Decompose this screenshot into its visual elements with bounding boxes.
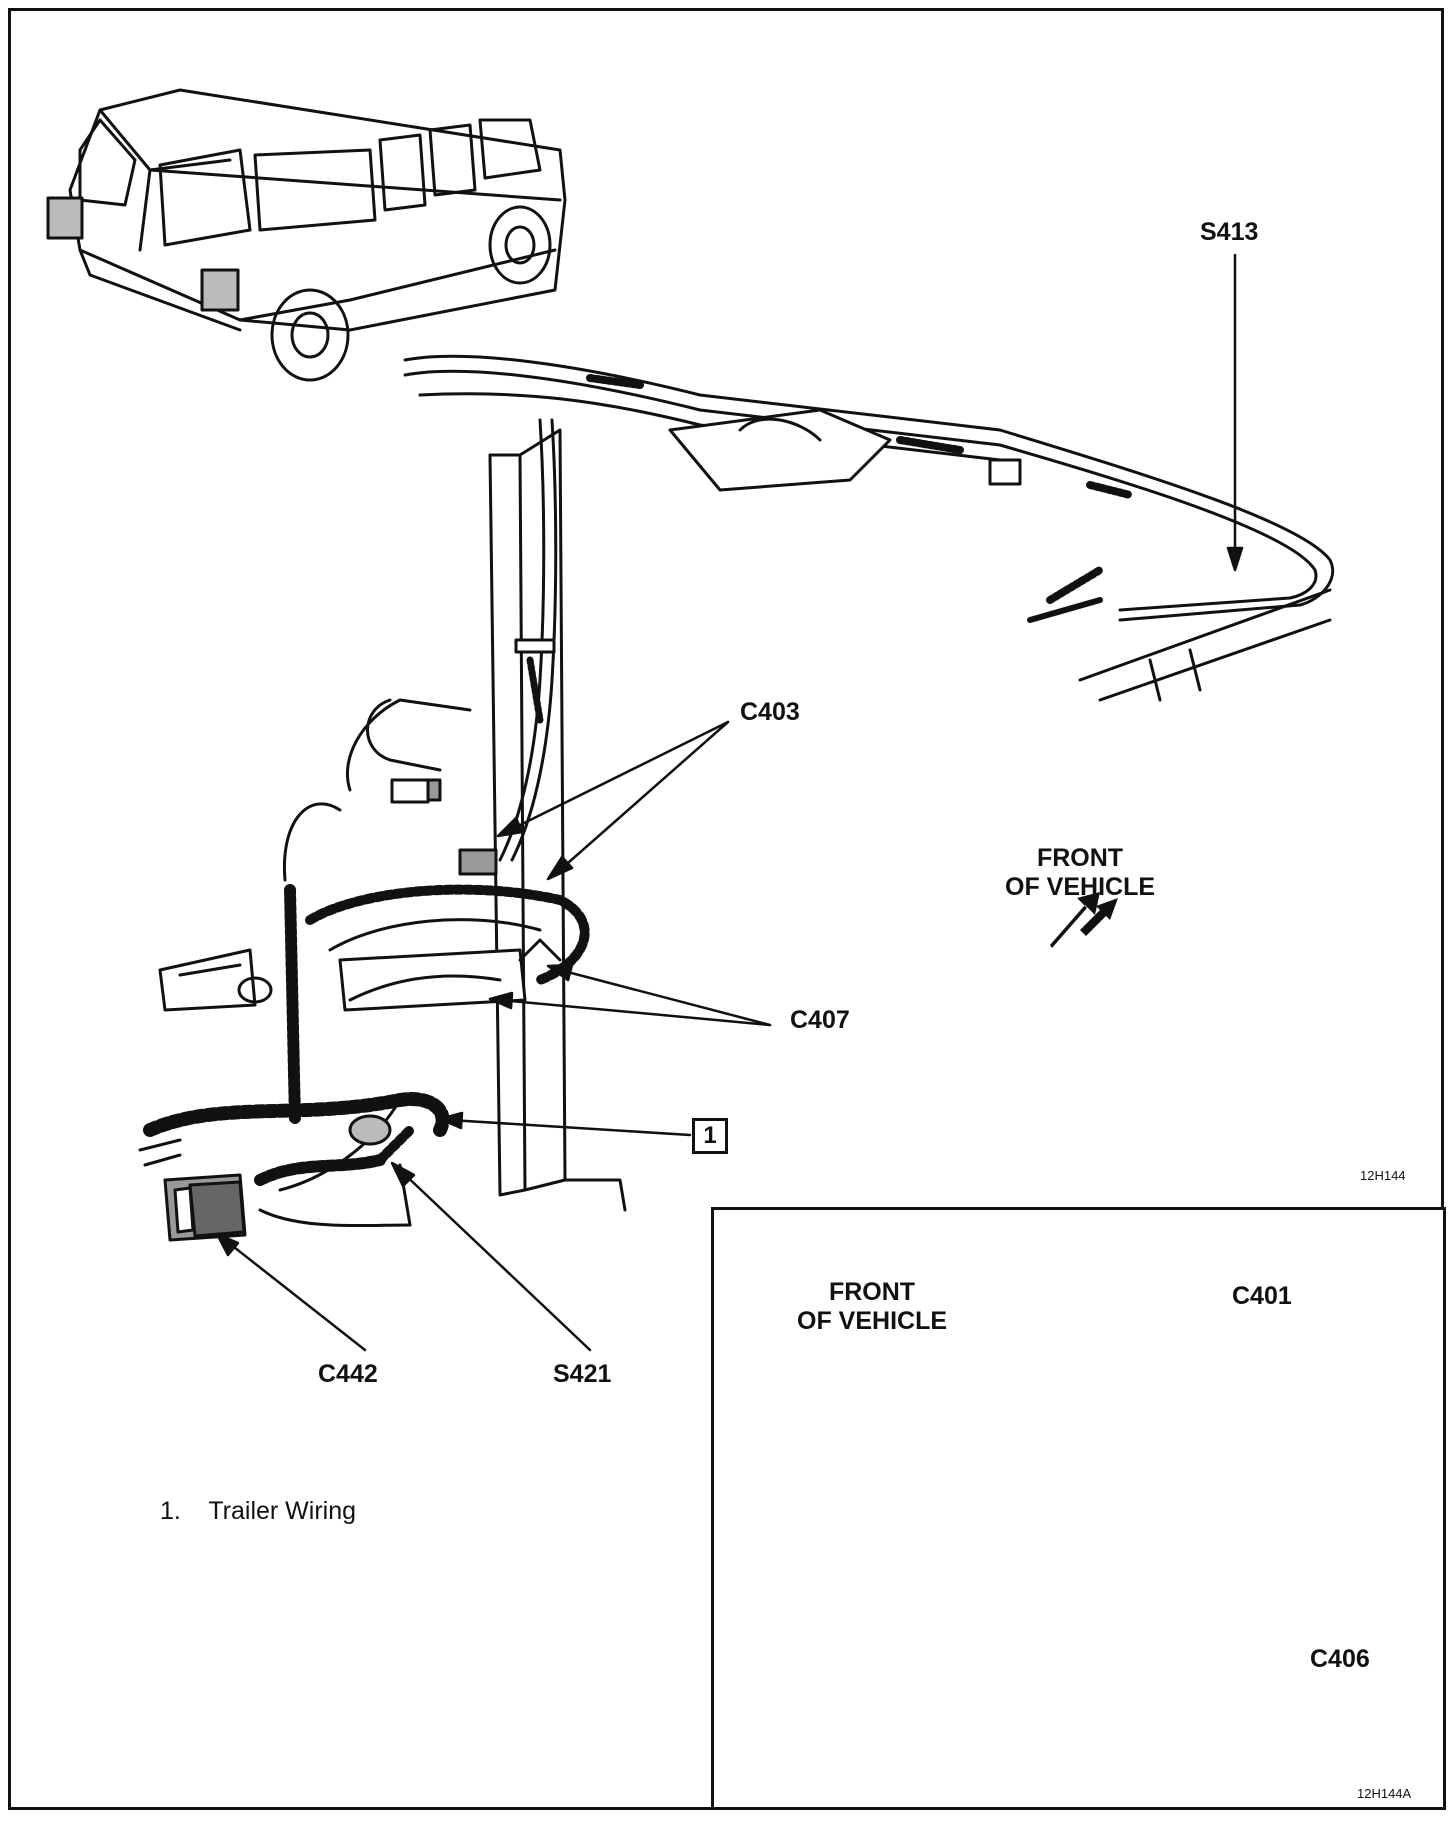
- lamp-assembly: [138, 778, 590, 1242]
- front-of-vehicle-label: FRONT OF VEHICLE: [1005, 844, 1155, 902]
- inset-detail-frame: [711, 1207, 1446, 1810]
- callout-box-1: 1: [692, 1118, 728, 1154]
- pillar-harness: [498, 418, 558, 862]
- van-illustration: [46, 88, 567, 382]
- roof-harness: [403, 354, 1335, 702]
- legend-item-number: 1.: [160, 1497, 181, 1525]
- legend-item-text: Trailer Wiring: [208, 1497, 357, 1525]
- label-s413: S413: [1200, 218, 1259, 246]
- label-s421: S421: [553, 1360, 612, 1388]
- front-of-vehicle-line2: OF VEHICLE: [1005, 872, 1156, 901]
- rear-pillar: [488, 428, 627, 1212]
- inset-front-of-vehicle-label: FRONT OF VEHICLE: [797, 1278, 947, 1336]
- front-of-vehicle-line1: FRONT: [1036, 844, 1124, 872]
- label-c406: C406: [1310, 1645, 1370, 1673]
- label-c407: C407: [790, 1006, 850, 1034]
- figure-id-main: 12H144: [1360, 1168, 1406, 1183]
- label-c403: C403: [740, 698, 800, 726]
- inset-front-of-vehicle-line1: FRONT: [828, 1278, 916, 1306]
- upper-loose-wires: [345, 698, 472, 804]
- label-c442: C442: [318, 1360, 378, 1388]
- main-leaders: [215, 253, 1244, 1352]
- inset-front-of-vehicle-line2: OF VEHICLE: [797, 1306, 948, 1335]
- front-arrow-main: [1050, 892, 1118, 948]
- legend-item: 1. Trailer Wiring: [160, 1497, 356, 1526]
- label-c401: C401: [1232, 1282, 1292, 1310]
- figure-id-inset: 12H144A: [1357, 1786, 1412, 1801]
